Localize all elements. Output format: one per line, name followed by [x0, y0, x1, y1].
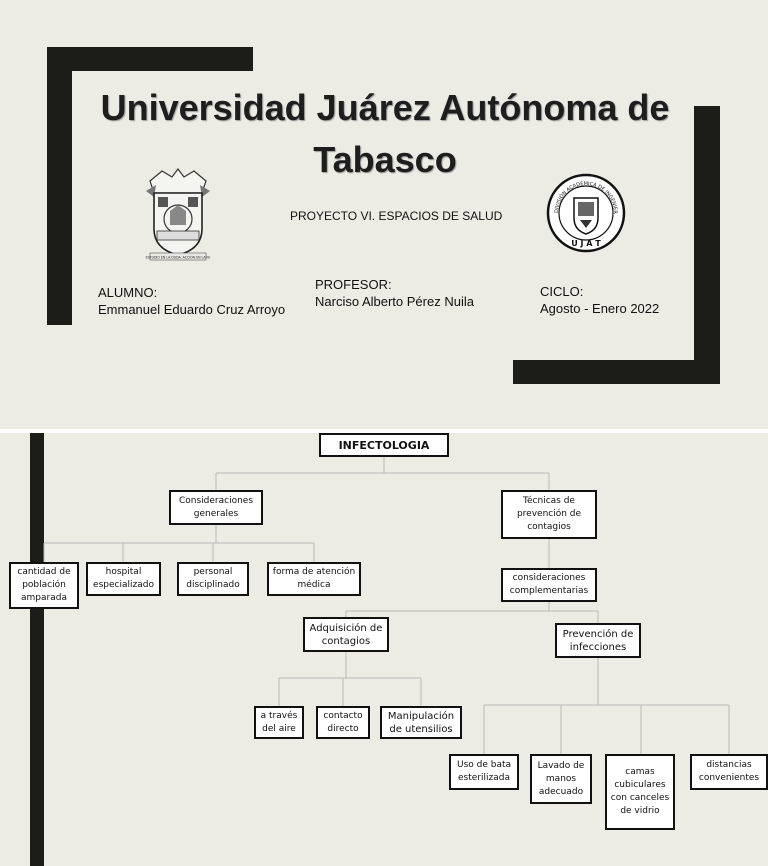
- svg-text:ESTUDIO EN LA DUDA. ACCIÓN EN: ESTUDIO EN LA DUDA. ACCIÓN EN LA FE: [146, 255, 211, 260]
- node-adquisicion-contagios: Adquisición de contagios: [303, 617, 389, 652]
- node-camas-cubiculares: camas cubiculares con canceles de vidrio: [605, 754, 675, 830]
- node-personal-disciplinado: personal disciplinado: [177, 562, 249, 596]
- node-forma-atencion: forma de atención médica: [267, 562, 361, 596]
- node-cantidad-poblacion: cantidad de población amparada: [9, 562, 79, 609]
- node-traves-aire: a través del aire: [254, 706, 304, 739]
- diagram-side-bar: [30, 433, 44, 866]
- node-prevencion-infecciones: Prevención de infecciones: [555, 623, 641, 658]
- title-slide: Universidad Juárez Autónoma de Tabasco E…: [0, 0, 768, 429]
- connector-lines: [43, 455, 730, 755]
- node-infectologia: INFECTOLOGIA: [319, 433, 449, 457]
- frame-bar-right: [694, 106, 720, 384]
- node-consideraciones-complementarias: consideraciones complementarias: [501, 568, 597, 602]
- svg-text:U J A T: U J A T: [571, 239, 601, 248]
- student-name: Emmanuel Eduardo Cruz Arroyo: [98, 302, 286, 317]
- project-name: PROYECTO VI. ESPACIOS DE SALUD: [290, 209, 503, 223]
- university-title: Universidad Juárez Autónoma de Tabasco: [100, 87, 670, 180]
- node-distancias-convenientes: distancias convenientes: [690, 754, 768, 790]
- teacher-label: PROFESOR:: [315, 277, 392, 292]
- frame-bar-top-left: [47, 47, 253, 71]
- node-lavado-manos: Lavado de manos adecuado: [530, 754, 592, 804]
- student-label: ALUMNO:: [98, 285, 158, 300]
- node-uso-bata: Uso de bata esterilizada: [449, 754, 519, 790]
- cycle-label: CICLO:: [540, 284, 584, 299]
- division-circle-logo: DIVISIÓN ACADÉMICA DE INGENIERÍA Y ARQUI…: [542, 167, 627, 254]
- diagram-slide: INFECTOLOGIA Consideraciones generales T…: [0, 433, 768, 866]
- node-consideraciones-generales: Consideraciones generales: [169, 490, 263, 525]
- node-tecnicas-prevencion: Técnicas de prevención de contagios: [501, 490, 597, 539]
- node-manipulacion-utensilios: Manipulación de utensilios: [380, 706, 462, 739]
- node-hospital-especializado: hospital especializado: [86, 562, 161, 596]
- cycle-value: Agosto - Enero 2022: [540, 301, 660, 316]
- teacher-name: Narciso Alberto Pérez Nuila: [315, 294, 474, 309]
- ujat-shield-logo: ESTUDIO EN LA DUDA. ACCIÓN EN LA FE: [142, 167, 214, 261]
- frame-bar-bottom-right: [513, 360, 720, 384]
- node-contacto-directo: contacto directo: [316, 706, 370, 739]
- frame-bar-left: [47, 47, 72, 325]
